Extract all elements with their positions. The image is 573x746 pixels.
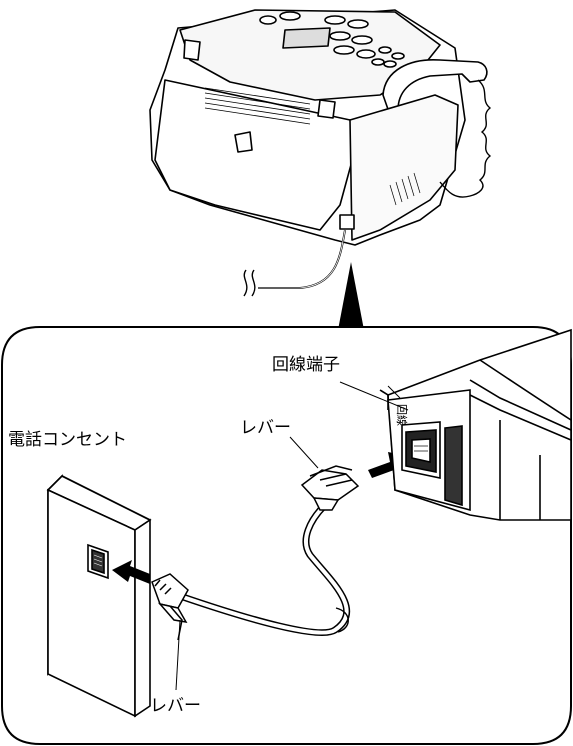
fax-machine — [149, 9, 488, 246]
lever-bottom-label: レバー — [150, 696, 201, 716]
cord-break-icon — [243, 269, 256, 297]
fax-port-closeup — [379, 328, 572, 521]
wall-outlet-label: 電話コンセント — [8, 430, 127, 450]
arrow-to-outlet-icon — [112, 560, 150, 584]
port-marking: 回線 — [395, 404, 409, 426]
keypad — [259, 11, 405, 68]
callout-pointer — [338, 262, 364, 330]
lever-top-label: レバー — [240, 418, 291, 438]
wall-outlet — [46, 474, 152, 718]
modular-plug-bottom — [151, 573, 189, 641]
display-window — [282, 27, 331, 49]
modular-plug-top — [300, 465, 360, 511]
handset — [382, 59, 488, 116]
leader-lines — [175, 381, 409, 691]
line-terminal-label: 回線端子 — [272, 355, 340, 375]
phone-cord — [178, 502, 351, 637]
coiled-cord — [439, 79, 492, 198]
